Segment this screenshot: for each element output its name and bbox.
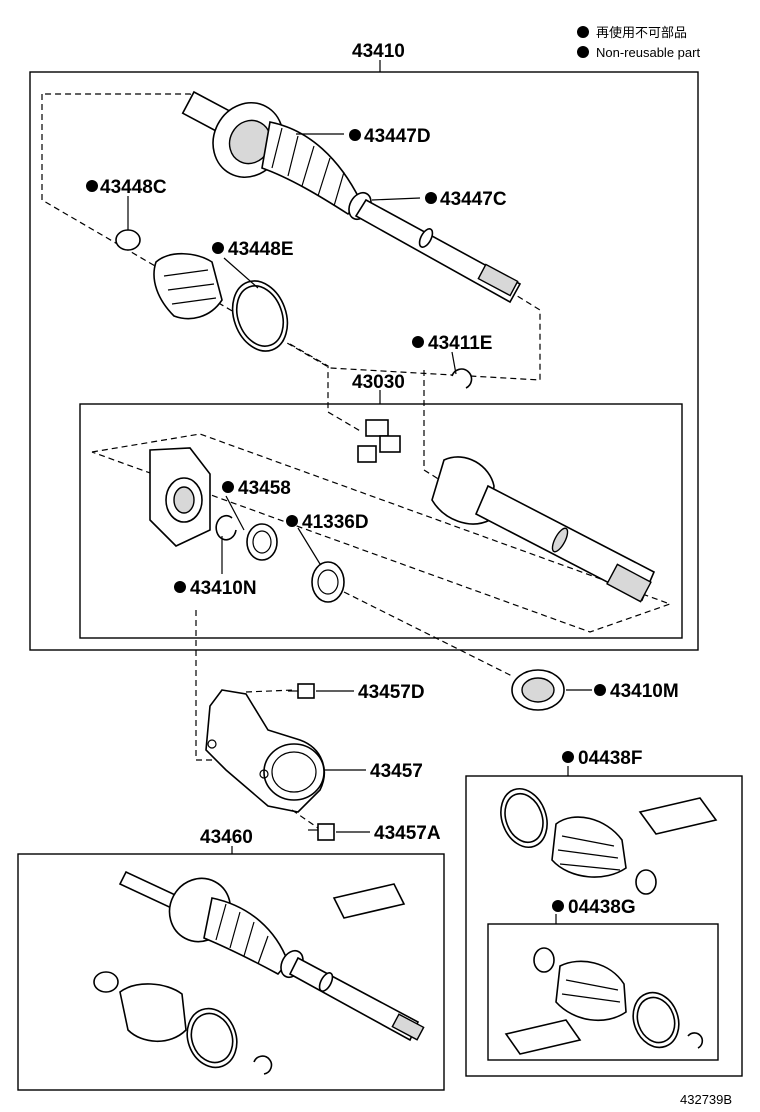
seal-43458-part — [246, 523, 278, 561]
assembly-43460-frame — [17, 853, 445, 1091]
legend-jp: 再使用不可部品 — [596, 25, 687, 40]
snap-ring-43411E-part — [451, 368, 473, 389]
label-43447C[interactable]: 43447C — [440, 189, 507, 210]
label-43447D[interactable]: 43447D — [364, 126, 431, 147]
boot-43448E-illustration — [153, 252, 289, 352]
label-43457A[interactable]: 43457A — [374, 823, 441, 844]
legend-dot-icon — [577, 46, 589, 58]
label-43448C[interactable]: 43448C — [100, 177, 167, 198]
clamp-43448C-part — [115, 229, 141, 251]
bolt-43457D-part — [288, 683, 315, 699]
upper-driveshaft-illustration — [181, 90, 522, 304]
label-43457[interactable]: 43457 — [370, 761, 423, 782]
seal-41336D-part — [311, 561, 345, 603]
kit-04438F-illustration — [500, 788, 718, 895]
kit-04438G-illustration — [504, 947, 704, 1055]
illustration-number: 432739B — [680, 1092, 732, 1107]
assembly-43410-frame — [29, 71, 699, 651]
inboard-joint-illustration — [431, 456, 656, 603]
outer-dash-outline — [41, 93, 541, 381]
label-43458[interactable]: 43458 — [238, 478, 291, 499]
bearing-housing-illustration — [149, 447, 211, 547]
label-43460[interactable]: 43460 — [200, 827, 253, 848]
label-43030[interactable]: 43030 — [352, 372, 405, 393]
bracket-43457-illustration — [205, 689, 325, 813]
label-43457D[interactable]: 43457D — [358, 682, 425, 703]
kit-04438G-frame — [487, 923, 719, 1061]
kit-04438F-frame — [465, 775, 743, 1077]
legend-en: Non-reusable part — [596, 45, 700, 60]
label-43411E[interactable]: 43411E — [428, 333, 492, 354]
legend-dot-icon — [577, 26, 589, 38]
label-43410M[interactable]: 43410M — [610, 681, 679, 702]
lower-driveshaft-illustration — [93, 870, 425, 1075]
tripod-illustration — [357, 419, 401, 463]
label-04438G[interactable]: 04438G — [568, 897, 636, 918]
snap-ring-43410N-part — [215, 514, 237, 541]
label-43448E[interactable]: 43448E — [228, 239, 294, 260]
label-04438F[interactable]: 04438F — [578, 748, 642, 769]
label-43410N[interactable]: 43410N — [190, 578, 257, 599]
legend: 再使用不可部品 Non-reusable part — [577, 25, 700, 60]
label-43410[interactable]: 43410 — [352, 41, 405, 62]
bolt-43457A-part — [308, 823, 335, 841]
assembly-43030-frame — [79, 403, 683, 639]
label-41336D[interactable]: 41336D — [302, 512, 369, 533]
